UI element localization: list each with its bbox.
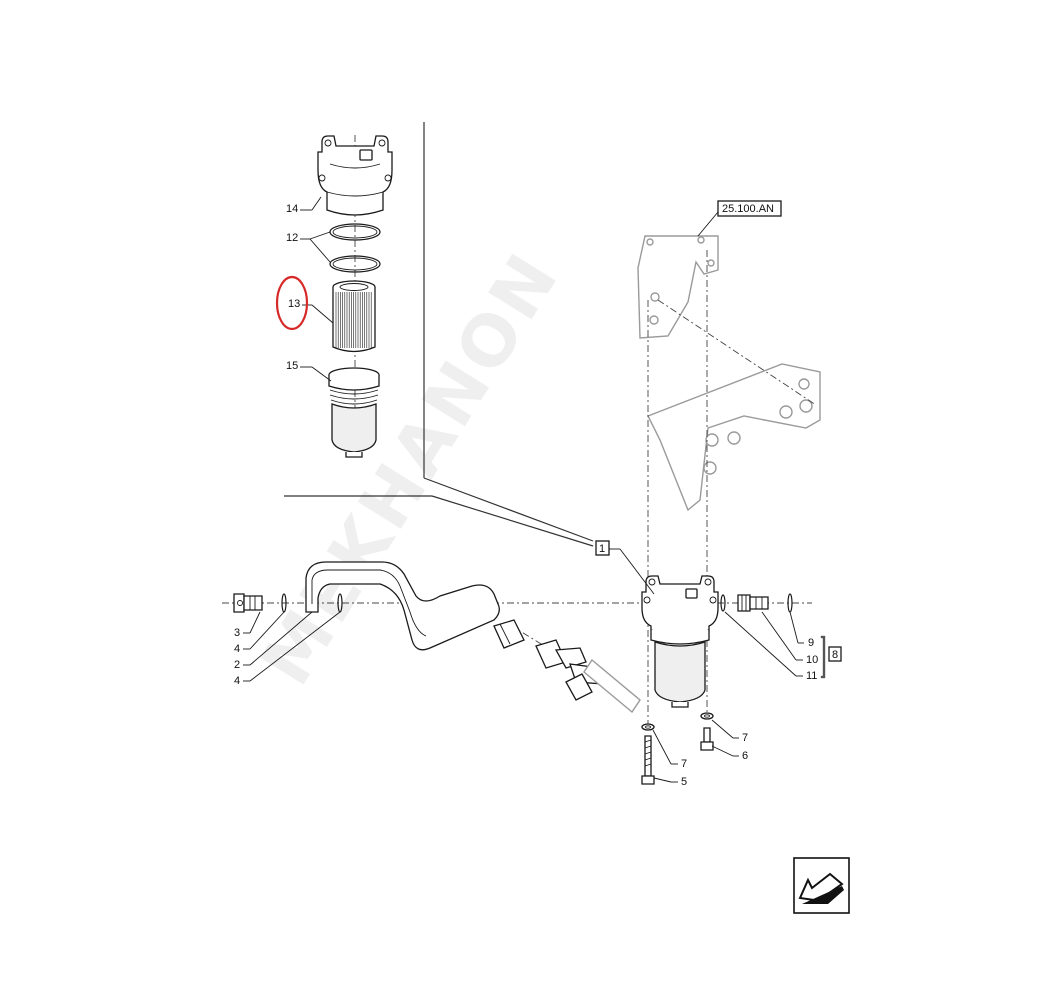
callout-12: 12 <box>286 232 298 244</box>
inset-frame <box>284 122 594 547</box>
group-box-label: 8 <box>832 649 838 661</box>
part-1-filter-assembly <box>641 575 719 708</box>
callout-6: 6 <box>742 750 748 762</box>
mounting-bracket <box>637 235 821 512</box>
callout-5: 5 <box>681 776 687 788</box>
main-callouts: 1 3 4 2 4 9 10 11 8 7 6 7 <box>234 540 842 788</box>
reference-label: 25.100.AN <box>722 203 774 215</box>
part-13-filter-element <box>332 280 376 353</box>
part-14-filter-head <box>317 135 393 216</box>
callout-3: 3 <box>234 627 240 639</box>
callout-10: 10 <box>806 654 818 666</box>
outlet-fitting <box>720 593 793 613</box>
mounting-bolts <box>641 712 714 785</box>
arrow-back-icon[interactable] <box>793 857 850 914</box>
reference-box[interactable]: 25.100.AN <box>697 200 782 237</box>
callout-4b: 4 <box>234 675 240 687</box>
callout-13: 13 <box>288 298 300 310</box>
inset-callouts: 14 12 13 15 <box>275 196 334 382</box>
callout-15: 15 <box>286 360 298 372</box>
callout-4a: 4 <box>234 643 240 655</box>
callout-14: 14 <box>286 203 298 215</box>
callout-11: 11 <box>806 670 817 682</box>
callout-1: 1 <box>599 543 605 555</box>
callout-2: 2 <box>234 659 240 671</box>
fuel-hose-assembly <box>233 561 641 714</box>
callout-7b: 7 <box>681 758 687 770</box>
callout-9: 9 <box>808 637 814 649</box>
callout-7a: 7 <box>742 732 748 744</box>
highlight-circle-13 <box>275 275 309 331</box>
part-15-filter-bowl <box>328 367 380 458</box>
